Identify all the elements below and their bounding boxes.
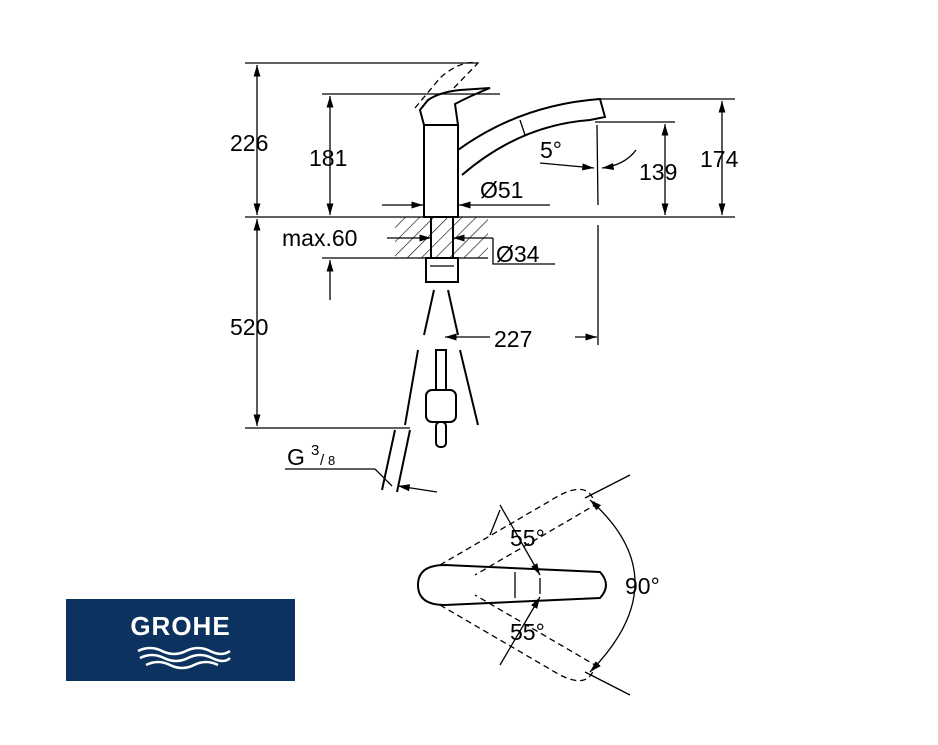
- dim-connection-numerator: 3: [311, 442, 319, 459]
- dim-hose-length: 520: [230, 314, 268, 340]
- dim-swivel-total: 90°: [625, 573, 660, 599]
- dim-outlet-height: 139: [639, 159, 677, 185]
- grohe-logo: GROHE: [66, 599, 295, 681]
- dim-swivel-right: 55°: [510, 619, 545, 645]
- waves-icon: [137, 646, 231, 670]
- dim-spout-angle: 5°: [540, 137, 562, 163]
- logo-text: GROHE: [130, 611, 231, 641]
- dim-total-height: 226: [230, 130, 268, 156]
- dim-hole-diameter: Ø34: [496, 241, 540, 267]
- dim-connection: G: [287, 444, 305, 470]
- dim-swivel-left: 55°: [510, 525, 545, 551]
- dim-connection-denominator: 8: [328, 453, 335, 468]
- dim-max-thickness: max.60: [282, 225, 357, 251]
- dim-handle-height: 181: [309, 145, 347, 171]
- dim-spout-height: 174: [700, 146, 739, 172]
- fraction-slash: /: [320, 452, 325, 469]
- dim-spout-reach: 227: [494, 326, 532, 352]
- faucet-side-view: [381, 61, 607, 493]
- dim-body-diameter: Ø51: [480, 177, 523, 203]
- faucet-plan-view: [416, 474, 636, 696]
